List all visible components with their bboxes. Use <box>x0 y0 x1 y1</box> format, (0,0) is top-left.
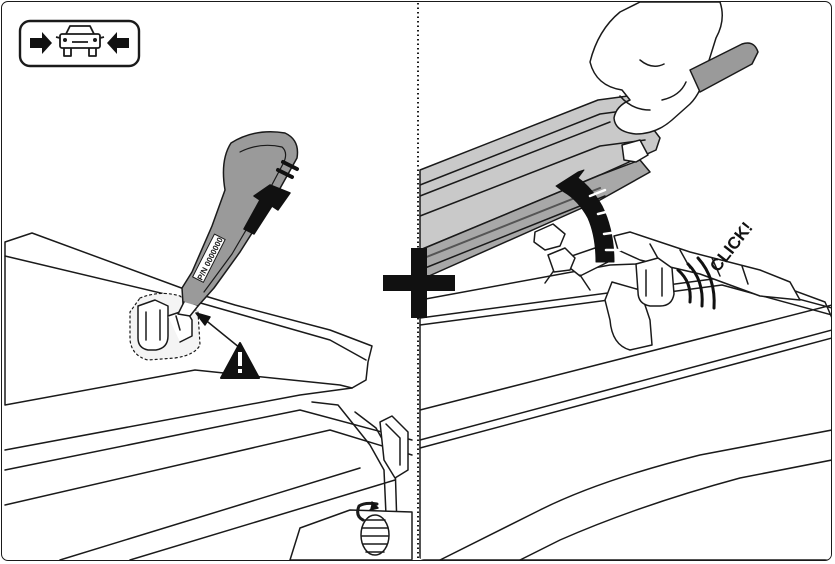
push-direction-arrow <box>243 184 291 235</box>
click-sound-lines-icon <box>676 256 716 310</box>
curved-arrow-icon <box>555 169 615 263</box>
mounted-clip <box>635 257 675 307</box>
gear-wheel <box>360 514 390 556</box>
left-step-panel: P/N 0000000 <box>4 131 413 560</box>
vehicle-front-inward-arrows-icon <box>18 19 141 68</box>
trim-clip <box>137 299 169 351</box>
latch-bracket <box>379 415 409 479</box>
hand <box>589 2 723 135</box>
trim-removal-tool-in-hand <box>689 42 759 93</box>
pointer-arrow <box>202 317 241 349</box>
warning-triangle-icon <box>220 342 260 379</box>
body-sill <box>4 409 413 560</box>
plus-icon <box>383 248 455 318</box>
right-step-panel <box>419 2 831 560</box>
